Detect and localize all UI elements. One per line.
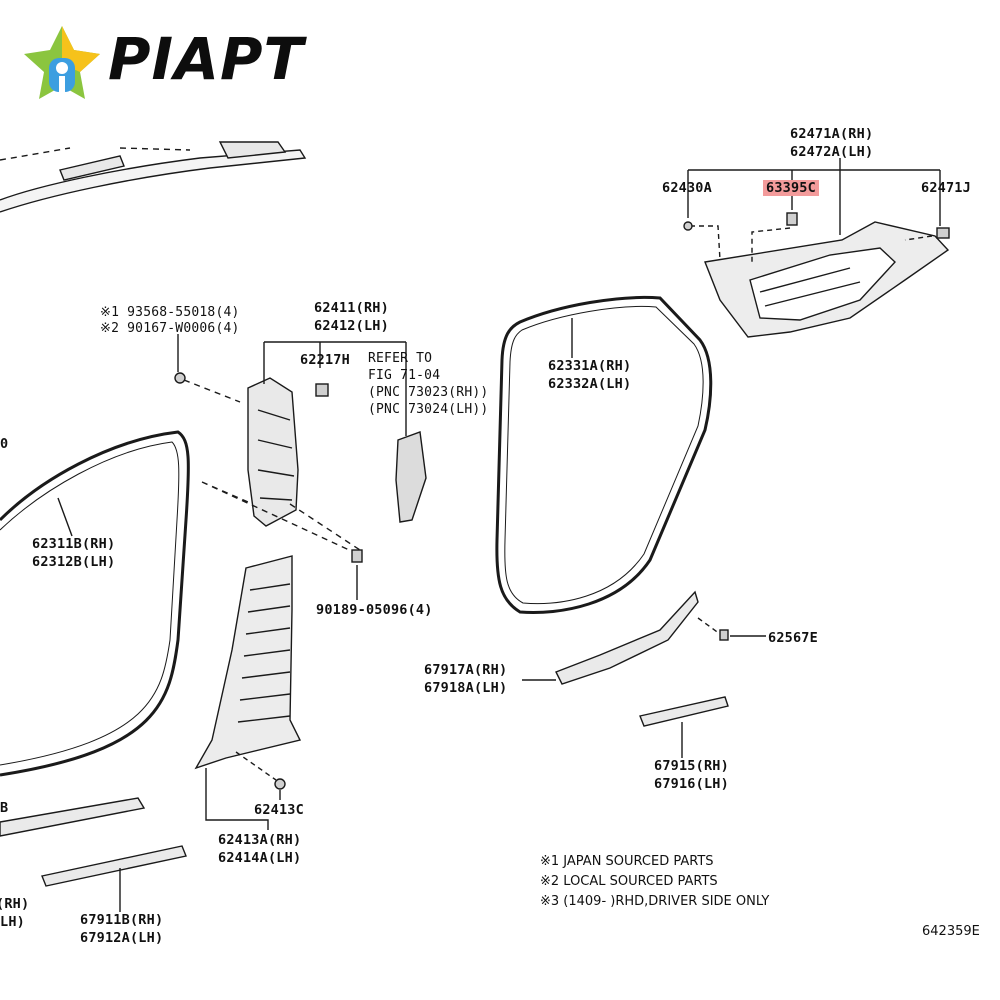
refer-line-1: REFER TO (368, 351, 433, 366)
pillar-upper-ribs (257, 409, 295, 501)
edge-label-b: B (0, 800, 9, 816)
callout-67911b: 67911B(RH) (80, 912, 164, 928)
callout-67916: 67916(LH) (654, 776, 729, 792)
callout-62412: 62412(LH) (314, 318, 389, 334)
front-sill-plate (41, 845, 187, 887)
rear-door-weatherstrip-inner (504, 306, 704, 605)
brand-name: PIAPT (108, 25, 305, 93)
roof-dash-guide (0, 147, 191, 161)
figure-id: 642359E (922, 924, 980, 939)
pillar-dash-lines (183, 379, 361, 556)
callout-62217h: 62217H (300, 352, 350, 368)
leader-62411-group (263, 341, 407, 420)
front-door-weatherstrip (0, 430, 190, 777)
callout-63395c-text: 63395C (763, 180, 819, 196)
rear-scuff-plate (555, 590, 699, 685)
roof-rail-clip (218, 141, 287, 159)
refer-line-3: (PNC 73023(RH)) (368, 385, 489, 400)
clip-62471j-icon (936, 227, 950, 239)
clip-90189-icon (351, 549, 363, 563)
piapt-logo-icon (24, 26, 100, 99)
clip-62567e-icon (719, 629, 729, 641)
rear-sill-plate (639, 696, 729, 727)
callout-62414a: 62414A(LH) (218, 850, 302, 866)
legend-rhd-driver: ※3 (1409- )RHD,DRIVER SIDE ONLY (540, 894, 770, 909)
quarter-dash-3 (904, 235, 933, 241)
callout-62471a: 62471A(RH) (790, 126, 874, 142)
quarter-dash-1 (690, 225, 721, 261)
callout-67912a: 67912A(LH) (80, 930, 164, 946)
edge-label-lh: LH) (0, 914, 25, 930)
callout-62430a: 62430A (662, 180, 712, 196)
refer-line-2: FIG 71-04 (368, 368, 441, 383)
legend-local-sourced: ※2 LOCAL SOURCED PARTS (540, 874, 718, 889)
callout-67918a: 67918A(LH) (424, 680, 508, 696)
callout-62312b: 62312B(LH) (32, 554, 116, 570)
scuff-dash (697, 617, 721, 635)
quarter-trim-rib (759, 267, 861, 307)
clip-62413c-icon (274, 778, 286, 790)
leader-62413a (205, 768, 269, 830)
callout-62567e: 62567E (768, 630, 818, 646)
callout-62471j: 62471J (921, 180, 971, 196)
quarter-trim-opening (749, 247, 896, 321)
callout-63395c: 63395C (763, 180, 819, 197)
screw-note1-icon (174, 372, 186, 384)
legend-japan-sourced: ※1 JAPAN SOURCED PARTS (540, 854, 714, 869)
seat-belt-guide (395, 431, 427, 523)
pillar-lower-ribs (237, 583, 291, 723)
callout-62411: 62411(RH) (314, 300, 389, 316)
leader-62311b (57, 497, 73, 537)
callout-90189: 90189-05096(4) (316, 602, 433, 618)
edge-label-rh: (RH) (0, 896, 30, 912)
edge-label-o: 0 (0, 436, 9, 452)
callout-67917a: 67917A(RH) (424, 662, 508, 678)
callout-67915: 67915(RH) (654, 758, 729, 774)
callout-62472a: 62472A(LH) (790, 144, 874, 160)
pillar-lower-dash (235, 751, 277, 781)
clip-62217h-icon (315, 383, 329, 397)
logo-figure-gap (59, 76, 65, 92)
front-door-weatherstrip-inner (0, 441, 180, 766)
note-screw-japan: ※1 93568-55018(4) (100, 305, 240, 320)
quarter-dash-2 (751, 227, 791, 262)
refer-line-4: (PNC 73024(LH)) (368, 402, 489, 417)
roof-rail-bracket (59, 155, 125, 181)
callout-62331a: 62331A(RH) (548, 358, 632, 374)
center-pillar-upper-garnish (247, 377, 299, 527)
callout-62311b: 62311B(RH) (32, 536, 116, 552)
note-screw-local: ※2 90167-W0006(4) (100, 321, 240, 336)
roof-side-rail (0, 149, 307, 213)
logo-figure-head (56, 62, 68, 74)
clip-63395c-icon (786, 212, 798, 226)
logo-figure-body (49, 58, 75, 92)
center-pillar-lower-garnish (194, 555, 302, 770)
screw-62430a-icon (683, 221, 693, 231)
front-scuff-plate (0, 797, 146, 837)
callout-62332a: 62332A(LH) (548, 376, 632, 392)
callout-62413a: 62413A(RH) (218, 832, 302, 848)
callout-62413c: 62413C (254, 802, 304, 818)
rear-door-weatherstrip (495, 296, 713, 614)
